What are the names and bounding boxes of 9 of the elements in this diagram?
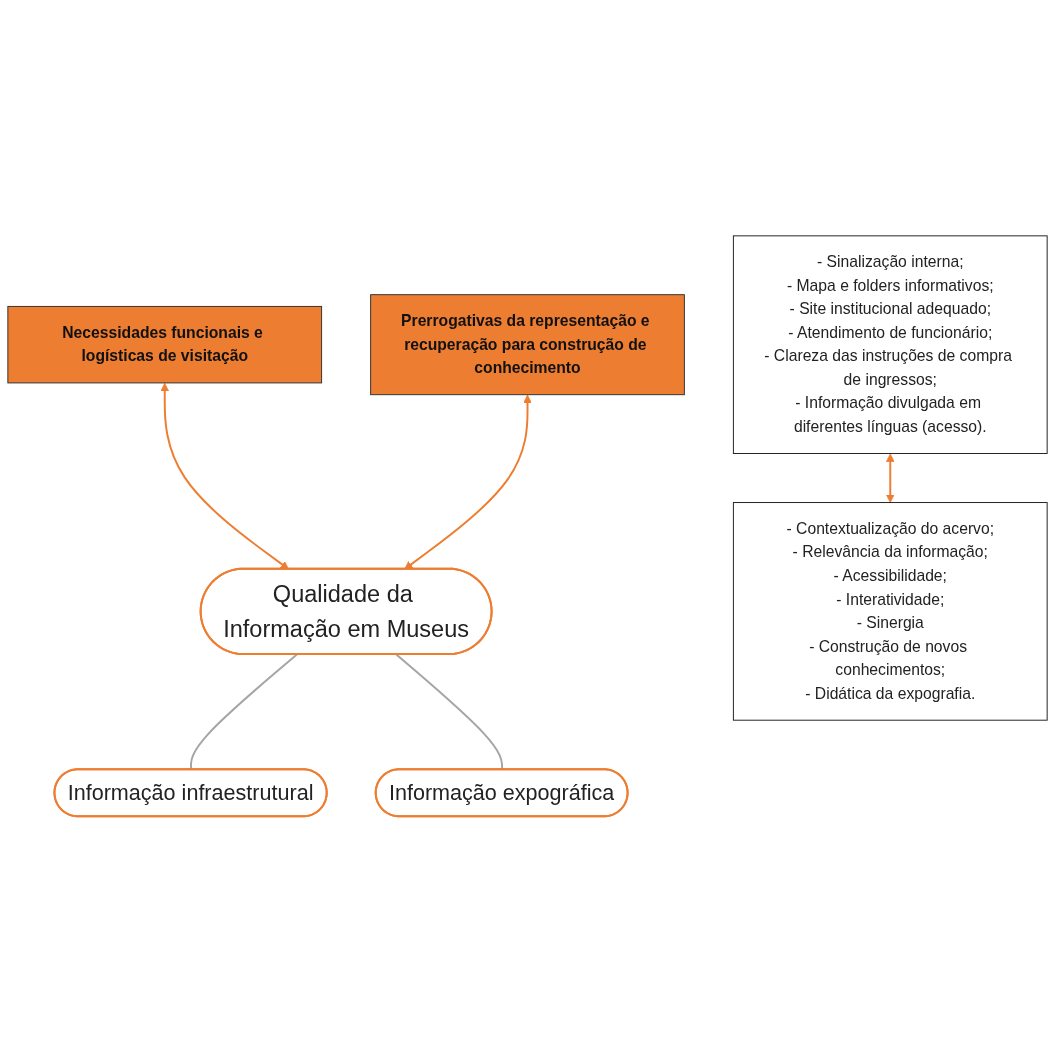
arrow [404,394,532,570]
arrow [885,453,895,503]
connector [190,653,298,771]
node-box: Prerrogativas da representação e recuperação para construção de conhecimento [370,294,685,396]
arrow [160,382,289,570]
connector [395,653,504,771]
node-box: - Contextualização do acervo; - Relevância da informação; - Acessibilidade; - Interatividade; - Sinergia - Construção de novos conhecimentos; - Didática da expografia. [732,502,1048,721]
node-box: Necessidades funcionais e logísticas de visitação [7,305,323,384]
node-box: - Sinalização interna; - Mapa e folders informativos; - Site institucional adequado; - Atendimento de funcionário; - Clareza das instruções de compra de ingressos; - Informação divulgada em diferentes línguas (acesso). [732,235,1048,454]
